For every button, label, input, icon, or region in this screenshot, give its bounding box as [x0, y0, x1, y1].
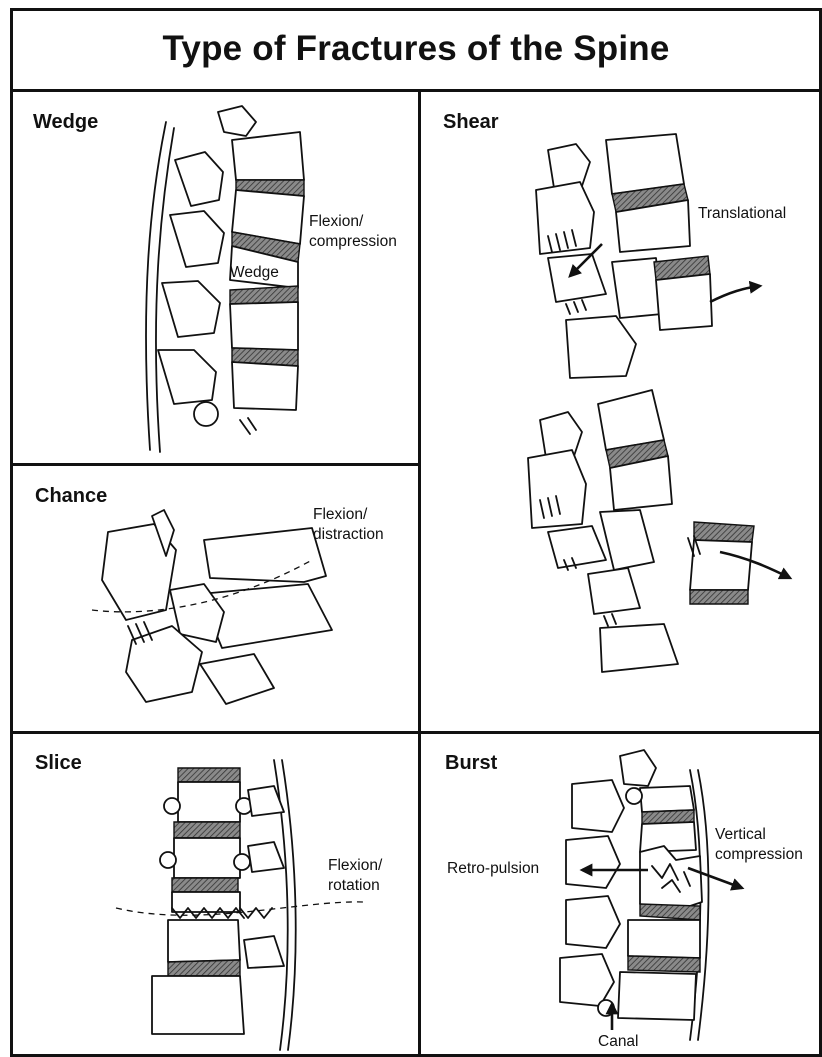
- shear-top-facet-1: [548, 144, 590, 188]
- slice-facet-3: [160, 852, 176, 868]
- slice-vertebral-body-1: [178, 782, 240, 822]
- shear-spine-drawing-bottom: [528, 390, 790, 672]
- chance-annotation-mechanism: Flexion/ distraction: [313, 505, 384, 545]
- burst-posterior-element-2: [566, 836, 620, 888]
- wedge-annotation-site: Wedge: [230, 263, 279, 283]
- burst-vertebral-body-5: [618, 972, 696, 1020]
- panel-label-burst: Burst: [445, 752, 497, 775]
- burst-spine-drawing: [560, 750, 742, 1040]
- panel-label-chance: Chance: [35, 485, 107, 508]
- burst-facet-1: [626, 788, 642, 804]
- chance-lower-body-fragment: [200, 654, 274, 704]
- slice-disc-4: [168, 960, 240, 976]
- shear-top-fractured-posterior: [548, 254, 606, 302]
- shear-bottom-lower-vertebra: [600, 624, 678, 672]
- burst-vertebral-body-1: [640, 786, 694, 812]
- burst-annotation-right: Vertical compression: [715, 825, 803, 865]
- burst-posterior-element-1: [572, 780, 624, 832]
- shear-bottom-fractured-posterior: [548, 526, 606, 568]
- slice-vertebral-body-2: [174, 838, 240, 878]
- shear-top-arrow-right: [710, 286, 760, 302]
- chance-spine-drawing: [92, 510, 332, 704]
- shear-bottom-displaced-body: [690, 540, 752, 590]
- wedge-vertebral-body-1: [232, 132, 304, 180]
- shear-annotation-mechanism: Translational: [698, 204, 786, 224]
- burst-disc-2: [640, 904, 700, 920]
- wedge-vertebral-body-5: [232, 362, 298, 410]
- wedge-posterior-element-3: [162, 281, 220, 337]
- slice-facet-4: [234, 854, 250, 870]
- chance-posterior-element-lower: [126, 626, 202, 702]
- panel-label-shear: Shear: [443, 111, 499, 134]
- shear-top-posterior-element: [536, 182, 594, 254]
- slice-facet-1: [164, 798, 180, 814]
- wedge-posterior-element-4: [158, 350, 216, 404]
- slice-disc-3: [172, 878, 238, 892]
- slice-posterior-elements: [244, 786, 284, 968]
- shear-top-lower-vertebra: [566, 316, 636, 378]
- slice-sheared-body: [172, 892, 240, 912]
- wedge-facet-bottom: [194, 402, 218, 426]
- slice-fracture-edge: [172, 908, 272, 918]
- wedge-posterior-element-2: [170, 211, 224, 267]
- burst-annotation-left: Retro-pulsion: [447, 859, 539, 879]
- slice-vertebral-body-5: [152, 976, 244, 1034]
- shear-spine-drawing-top: [536, 134, 760, 378]
- wedge-ligament-strokes: [240, 418, 256, 434]
- burst-annotation-bottom: Canal: [598, 1032, 639, 1052]
- slice-disc-1: [178, 768, 240, 782]
- burst-posterior-element-4: [560, 954, 614, 1006]
- burst-vertebral-body-4: [628, 920, 700, 958]
- burst-posterior-element-3: [566, 896, 620, 948]
- burst-facet-top: [620, 750, 656, 786]
- slice-disc-2: [174, 822, 240, 838]
- wedge-posterior-element-1: [175, 152, 223, 206]
- wedge-annotation-mechanism: Flexion/ compression: [309, 212, 397, 252]
- shear-bottom-lower-posterior: [588, 568, 640, 614]
- burst-disc-3: [628, 956, 700, 972]
- shear-bottom-posterior-element: [528, 450, 586, 528]
- panel-label-wedge: Wedge: [33, 111, 98, 134]
- shear-bottom-disc-2: [694, 522, 754, 542]
- slice-spine-drawing: [116, 760, 364, 1050]
- shear-bottom-pedicle: [600, 510, 654, 570]
- slice-annotation-mechanism: Flexion/ rotation: [328, 856, 382, 896]
- slice-vertebral-body-4: [168, 920, 240, 962]
- wedge-vertebral-body-4: [230, 302, 298, 350]
- wedge-spine-drawing: [146, 106, 304, 452]
- shear-bottom-disc-3: [690, 590, 748, 604]
- wedge-facet-top: [218, 106, 256, 136]
- shear-top-displaced-body: [656, 274, 712, 330]
- burst-vertebral-body-2: [640, 822, 696, 852]
- panel-label-slice: Slice: [35, 752, 82, 775]
- wedge-disc-3: [230, 286, 298, 304]
- chance-upper-vertebral-body: [204, 528, 326, 582]
